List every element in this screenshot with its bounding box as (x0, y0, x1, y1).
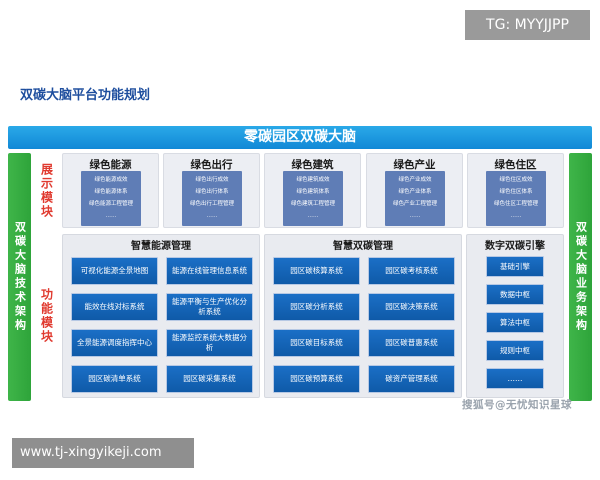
panel-title: 智慧双碳管理 (333, 241, 393, 252)
watermark-credit: 搜狐号@无忧知识星球 (462, 399, 572, 411)
watermark-top: TG: MYYJJPP (465, 10, 590, 40)
display-module-list: 绿色建筑成效 绿色建筑体系 绿色建筑工程管理 …… (283, 171, 343, 226)
display-module-title: 绿色产业 (393, 159, 436, 171)
display-module-green-energy: 绿色能源 绿色能源成效 绿色能源体系 绿色能源工程管理 …… (62, 153, 159, 228)
display-item: 绿色产业体系 (398, 189, 432, 195)
function-box: 能源监控系统大数据分析 (166, 329, 253, 357)
engine-box: 规则中枢 (486, 340, 544, 361)
display-item: 绿色住区工程管理 (493, 201, 538, 207)
panel-title: 数字双碳引擎 (485, 241, 545, 252)
function-box: 碳资产管理系统 (368, 365, 455, 393)
function-box: 园区碳分析系统 (273, 293, 360, 321)
display-module-list: 绿色住区成效 绿色住区体系 绿色住区工程管理 …… (486, 171, 546, 226)
display-item: 绿色出行工程管理 (189, 201, 234, 207)
display-item: 绿色建筑体系 (296, 189, 330, 195)
function-box: 可视化能源全景地图 (71, 257, 158, 285)
display-item: …… (105, 213, 117, 219)
display-item: …… (307, 213, 319, 219)
display-module-green-travel: 绿色出行 绿色出行成效 绿色出行体系 绿色出行工程管理 …… (163, 153, 260, 228)
function-box: 园区碳核算系统 (273, 257, 360, 285)
display-item: 绿色建筑工程管理 (290, 201, 335, 207)
display-item: 绿色建筑成效 (296, 177, 330, 183)
function-box: 园区碳预算系统 (273, 365, 360, 393)
display-module-list: 绿色产业成效 绿色产业体系 绿色产业工程管理 …… (385, 171, 445, 226)
function-box: 园区碳普惠系统 (368, 329, 455, 357)
display-module-title: 绿色住区 (494, 159, 537, 171)
watermark-bottom: www.tj-xingyikeji.com (12, 438, 194, 468)
function-box: 园区碳采集系统 (166, 365, 253, 393)
display-item: 绿色产业成效 (398, 177, 432, 183)
section-label-function: 功能模块 (39, 287, 54, 344)
display-item: 绿色出行成效 (195, 177, 229, 183)
display-item: …… (206, 213, 218, 219)
top-banner: 零碳园区双碳大脑 (8, 126, 592, 149)
function-box: 能源在线管理信息系统 (166, 257, 253, 285)
function-box: 园区碳考核系统 (368, 257, 455, 285)
right-architecture-bar: 双碳大脑业务架构 (569, 153, 592, 401)
page-title: 双碳大脑平台功能规划 (20, 88, 151, 103)
display-module-title: 绿色出行 (190, 159, 233, 171)
panel-digital-engine: 数字双碳引擎 基础引擎 数据中枢 算法中枢 规则中枢 …… (466, 234, 564, 398)
function-box: 能效在线对标系统 (71, 293, 158, 321)
display-module-list: 绿色出行成效 绿色出行体系 绿色出行工程管理 …… (182, 171, 242, 226)
engine-box: 数据中枢 (486, 284, 544, 305)
display-item: …… (409, 213, 421, 219)
display-item: 绿色能源工程管理 (88, 201, 133, 207)
display-item: 绿色出行体系 (195, 189, 229, 195)
panel-smart-carbon: 智慧双碳管理 园区碳核算系统 园区碳考核系统 园区碳分析系统 园区碳决策系统 园… (264, 234, 462, 398)
panel-smart-energy: 智慧能源管理 可视化能源全景地图 能源在线管理信息系统 能效在线对标系统 能源平… (62, 234, 260, 398)
function-box: 能源平衡与生产优化分析系统 (166, 293, 253, 321)
display-item: 绿色能源体系 (94, 189, 128, 195)
display-module-green-industry: 绿色产业 绿色产业成效 绿色产业体系 绿色产业工程管理 …… (366, 153, 463, 228)
display-module-title: 绿色能源 (89, 159, 132, 171)
panel-title: 智慧能源管理 (131, 241, 191, 252)
display-item: 绿色能源成效 (94, 177, 128, 183)
left-architecture-bar: 双碳大脑技术架构 (8, 153, 31, 401)
function-box: 园区碳决策系统 (368, 293, 455, 321)
display-module-title: 绿色建筑 (291, 159, 334, 171)
display-module-green-building: 绿色建筑 绿色建筑成效 绿色建筑体系 绿色建筑工程管理 …… (264, 153, 361, 228)
display-item: 绿色住区成效 (499, 177, 533, 183)
engine-box: 基础引擎 (486, 256, 544, 277)
section-label-display: 展示模块 (39, 163, 54, 219)
function-box: 全景能源调度指挥中心 (71, 329, 158, 357)
display-module-green-residence: 绿色住区 绿色住区成效 绿色住区体系 绿色住区工程管理 …… (467, 153, 564, 228)
function-box: 园区碳目标系统 (273, 329, 360, 357)
display-item: …… (510, 213, 522, 219)
function-box: 园区碳清单系统 (71, 365, 158, 393)
engine-box: 算法中枢 (486, 312, 544, 333)
display-module-list: 绿色能源成效 绿色能源体系 绿色能源工程管理 …… (81, 171, 141, 226)
display-item: 绿色住区体系 (499, 189, 533, 195)
engine-box: …… (486, 368, 544, 389)
display-item: 绿色产业工程管理 (392, 201, 437, 207)
